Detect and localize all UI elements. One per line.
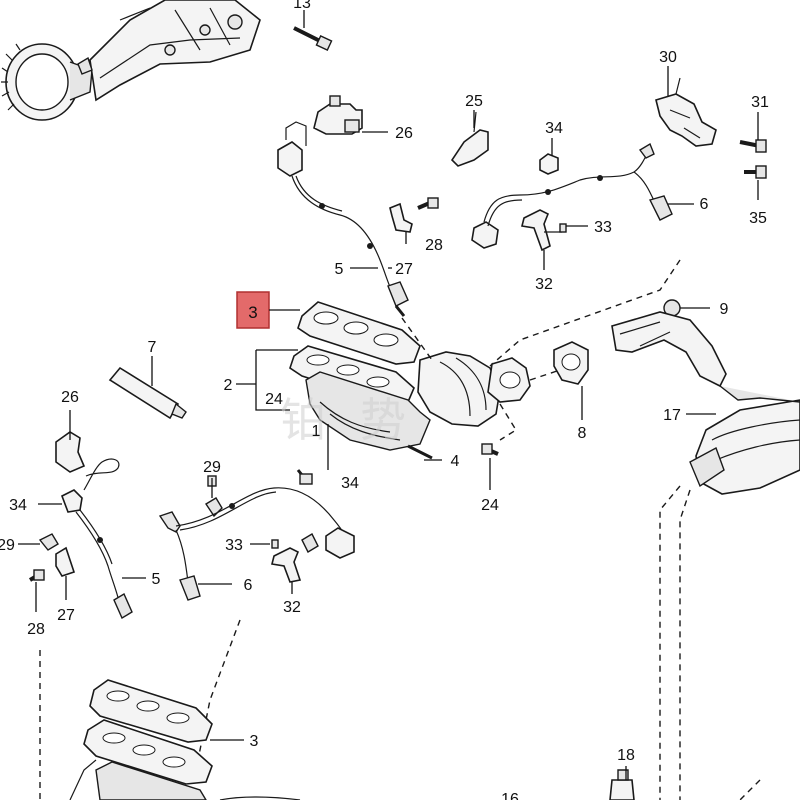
lower-o2-sensor-left (28, 431, 223, 620)
watermark-char-1: 铂 (280, 393, 326, 447)
callout-9[interactable]: 9 (720, 301, 729, 318)
callout-29-right[interactable]: 29 (203, 459, 221, 476)
catalytic-converter (417, 351, 501, 427)
callout-25[interactable]: 25 (465, 93, 483, 110)
callout-4[interactable]: 4 (451, 453, 460, 470)
highlighted-callout-3-label: 3 (248, 303, 257, 322)
callout-34-top[interactable]: 34 (545, 120, 563, 137)
clip-34-top (539, 153, 559, 175)
clamp-ring (1, 43, 93, 121)
callout-32-lower[interactable]: 32 (283, 599, 301, 616)
callout-18[interactable]: 18 (617, 747, 635, 764)
bracket-assembly (1, 0, 333, 121)
callout-26-top[interactable]: 26 (395, 125, 413, 142)
callout-33-lower[interactable]: 33 (225, 537, 243, 554)
callout-27-lower[interactable]: 27 (57, 607, 75, 624)
callout-33-top[interactable]: 33 (594, 219, 612, 236)
callout-7[interactable]: 7 (148, 339, 157, 356)
callout-27-top[interactable]: 27 (395, 261, 413, 278)
watermark-char-2: 势 (360, 393, 406, 447)
connector-26-lower (55, 431, 86, 473)
manifold-1 (305, 371, 431, 451)
intermediate-pipe (611, 311, 727, 388)
callout-24-right[interactable]: 24 (481, 497, 499, 514)
upper-o2-sensor-left (277, 95, 439, 317)
callout-29-left[interactable]: 29 (0, 537, 15, 554)
callout-26-lower[interactable]: 26 (61, 389, 79, 406)
rear-muffler-assembly (611, 299, 800, 495)
callout-5-lower[interactable]: 5 (152, 571, 161, 588)
callout-34-left[interactable]: 34 (9, 497, 27, 514)
reference-lines (39, 259, 761, 800)
callout-5-top[interactable]: 5 (335, 261, 344, 278)
callout-28-lower[interactable]: 28 (27, 621, 45, 638)
callout-31[interactable]: 31 (751, 94, 769, 111)
callout-2[interactable]: 2 (224, 377, 233, 394)
upper-o2-sensor-right (471, 142, 673, 252)
callout-34-mid[interactable]: 34 (341, 475, 359, 492)
leader-lines (18, 10, 759, 780)
callout-labels: 13 30 25 31 34 26 6 35 33 28 27 5 32 9 7… (0, 0, 769, 800)
callout-6-top[interactable]: 6 (700, 196, 709, 213)
callout-6-lower[interactable]: 6 (244, 577, 253, 594)
lower-manifold-assembly (69, 679, 301, 800)
mount-bracket-30 (655, 77, 767, 179)
callout-1[interactable]: 1 (312, 423, 321, 440)
callout-13[interactable]: 13 (293, 0, 311, 12)
sealant-tube-7 (108, 366, 187, 420)
callout-17[interactable]: 17 (663, 407, 681, 424)
callout-3-lower[interactable]: 3 (250, 733, 259, 750)
manifold-assembly (289, 301, 531, 485)
bolt-13 (293, 26, 333, 51)
watermark: 铂 势 (280, 393, 406, 447)
callout-30[interactable]: 30 (659, 49, 677, 66)
callout-28-top[interactable]: 28 (425, 237, 443, 254)
callout-35[interactable]: 35 (749, 210, 767, 227)
callout-24-left[interactable]: 24 (265, 391, 283, 408)
flange-gasket-8 (553, 341, 589, 385)
heat-shield-clip-25 (450, 111, 489, 167)
callout-16[interactable]: 16 (501, 791, 519, 800)
callout-8[interactable]: 8 (578, 425, 587, 442)
highlighted-callout-3[interactable]: 3 (236, 291, 300, 329)
sleeve-18 (609, 769, 635, 800)
callout-32-top[interactable]: 32 (535, 276, 553, 293)
lower-o2-sensor-right (158, 487, 355, 601)
